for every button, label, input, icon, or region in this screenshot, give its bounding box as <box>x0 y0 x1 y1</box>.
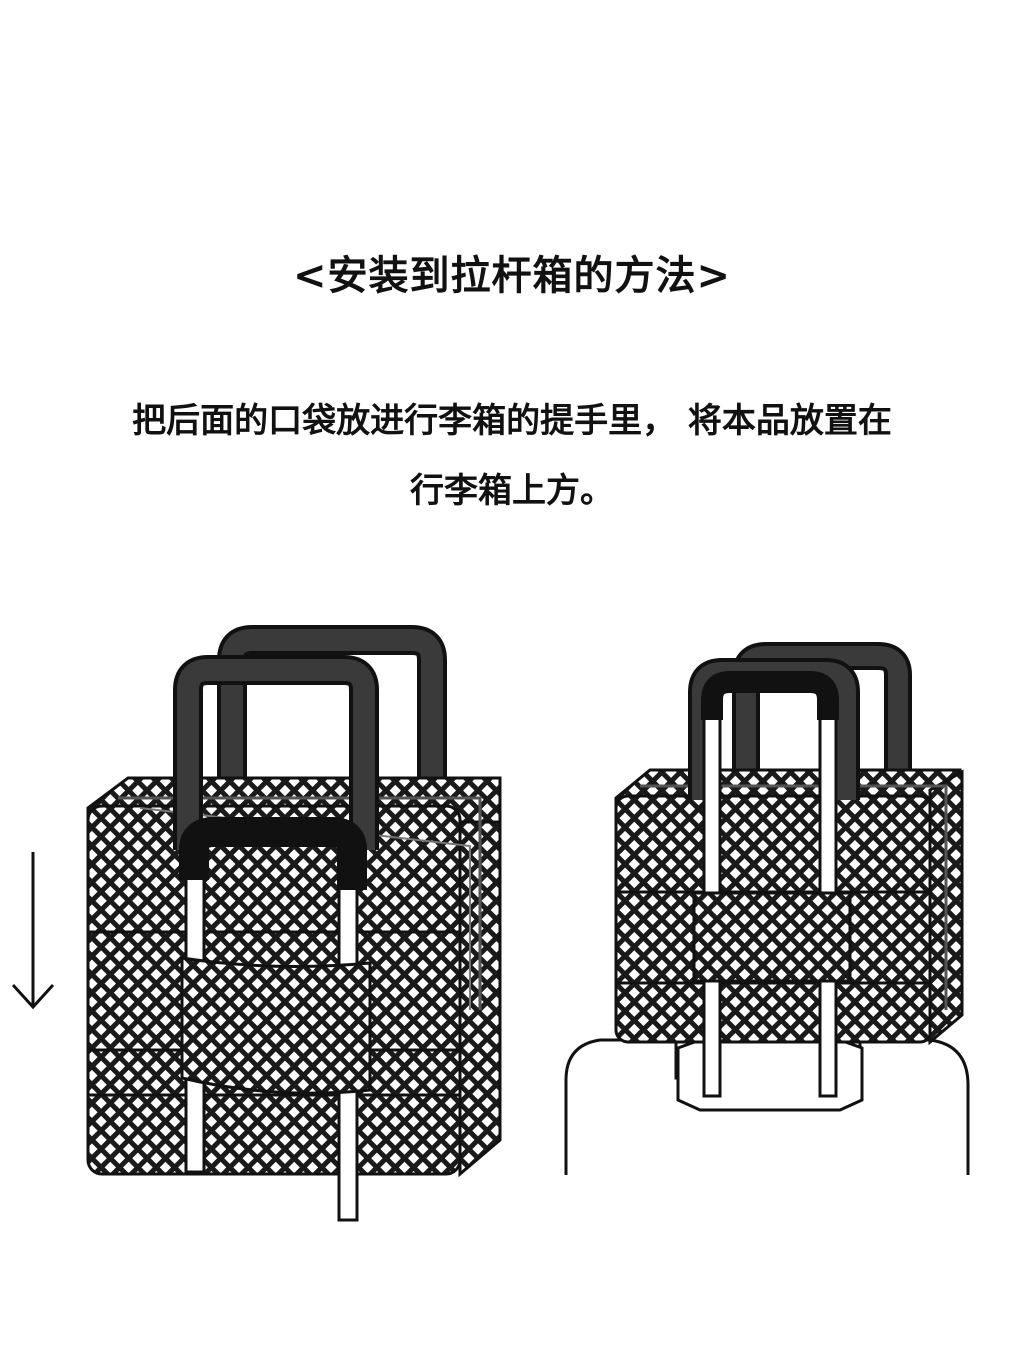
instruction-text: 把后面的口袋放进行李箱的提手里， 将本品放置在 行李箱上方。 <box>40 386 984 526</box>
down-arrow-icon <box>11 852 55 1010</box>
suitcase-illustration <box>564 1038 970 1175</box>
instruction-line-1: 把后面的口袋放进行李箱的提手里， 将本品放置在 <box>132 401 892 441</box>
instruction-line-2: 行李箱上方。 <box>410 471 614 511</box>
page-title: <安装到拉杆箱的方法> <box>292 253 732 299</box>
bag-left-illustration <box>86 625 502 1222</box>
bag-right-illustration <box>614 642 964 1098</box>
installation-illustration <box>11 625 970 1222</box>
